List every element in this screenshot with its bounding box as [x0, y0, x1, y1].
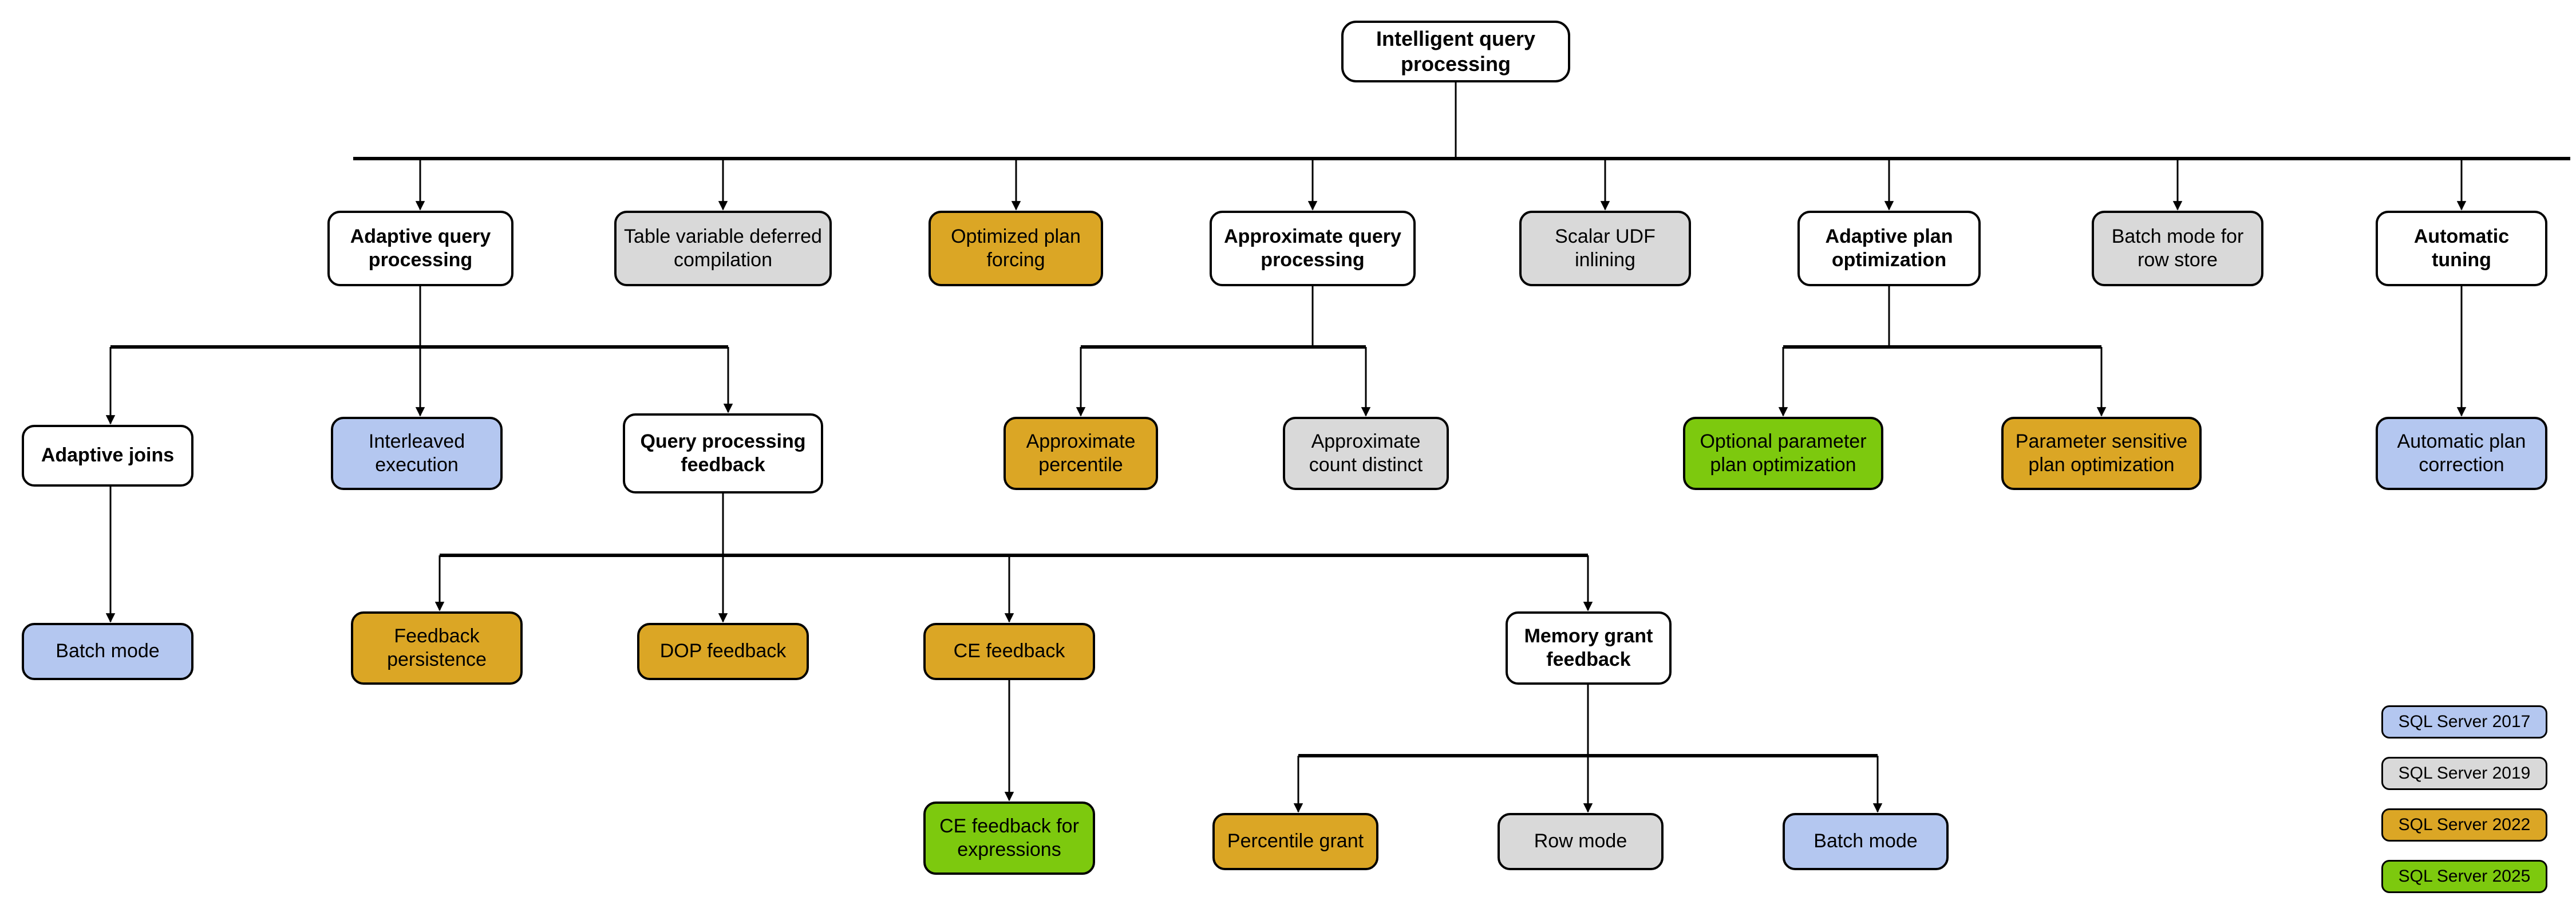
node-approxpct[interactable]: Approximate percentile: [1003, 417, 1158, 490]
node-batchmode2[interactable]: Batch mode: [1783, 813, 1949, 870]
legend-item-sql-server-2017: SQL Server 2017: [2381, 705, 2547, 739]
node-pctgrant[interactable]: Percentile grant: [1212, 813, 1378, 870]
node-label: Table variable deferred compilation: [624, 225, 822, 271]
node-label: Scalar UDF inlining: [1555, 225, 1656, 271]
node-opf[interactable]: Optimized plan forcing: [929, 211, 1103, 286]
node-bmrs[interactable]: Batch mode for row store: [2092, 211, 2263, 286]
node-label: CE feedback for expressions: [939, 815, 1079, 860]
node-label: Percentile grant: [1227, 830, 1364, 852]
node-label: Adaptive plan optimization: [1825, 225, 1953, 271]
node-label: Feedback persistence: [387, 625, 487, 670]
node-adaptivejoins[interactable]: Adaptive joins: [22, 425, 193, 487]
node-batchmode1[interactable]: Batch mode: [22, 623, 193, 680]
node-label: Intelligent query processing: [1376, 27, 1536, 76]
legend-item-label: SQL Server 2019: [2398, 764, 2531, 783]
node-label: Optional parameter plan optimization: [1700, 430, 1867, 476]
node-label: Adaptive query processing: [350, 225, 491, 271]
node-root[interactable]: Intelligent query processing: [1341, 21, 1570, 82]
node-label: Memory grant feedback: [1524, 625, 1653, 670]
node-label: Approximate count distinct: [1309, 430, 1423, 476]
node-label: Adaptive joins: [41, 444, 175, 467]
node-label: Approximate percentile: [1026, 430, 1136, 476]
node-apc[interactable]: Automatic plan correction: [2376, 417, 2547, 490]
node-aqp[interactable]: Adaptive query processing: [327, 211, 513, 286]
legend-item-sql-server-2019: SQL Server 2019: [2381, 757, 2547, 790]
node-rowmode[interactable]: Row mode: [1498, 813, 1664, 870]
node-label: CE feedback: [953, 640, 1065, 662]
node-autotune[interactable]: Automatic tuning: [2376, 211, 2547, 286]
legend-item-label: SQL Server 2025: [2398, 867, 2531, 886]
legend-item-label: SQL Server 2022: [2398, 815, 2531, 834]
node-mgf[interactable]: Memory grant feedback: [1506, 611, 1672, 685]
node-label: Row mode: [1534, 830, 1627, 852]
node-label: Batch mode for row store: [2111, 225, 2244, 271]
node-dopfb[interactable]: DOP feedback: [637, 623, 809, 680]
node-sudf[interactable]: Scalar UDF inlining: [1519, 211, 1691, 286]
node-approxcnt[interactable]: Approximate count distinct: [1283, 417, 1449, 490]
node-label: DOP feedback: [659, 640, 787, 662]
node-fbpersist[interactable]: Feedback persistence: [351, 611, 523, 685]
node-apo[interactable]: Adaptive plan optimization: [1797, 211, 1981, 286]
node-pspo[interactable]: Parameter sensitive plan optimization: [2001, 417, 2202, 490]
node-label: Automatic tuning: [2413, 225, 2510, 271]
node-label: Automatic plan correction: [2397, 430, 2526, 476]
node-oppo[interactable]: Optional parameter plan optimization: [1683, 417, 1883, 490]
legend-item-sql-server-2025: SQL Server 2025: [2381, 860, 2547, 893]
node-label: Parameter sensitive plan optimization: [2015, 430, 2188, 476]
node-qpf[interactable]: Query processing feedback: [623, 413, 823, 493]
legend-item-label: SQL Server 2017: [2398, 712, 2531, 731]
node-label: Batch mode: [56, 640, 160, 662]
node-cefb[interactable]: CE feedback: [923, 623, 1095, 680]
node-label: Query processing feedback: [640, 430, 806, 476]
node-label: Batch mode: [1814, 830, 1918, 852]
node-label: Interleaved execution: [368, 430, 465, 476]
node-interleaved[interactable]: Interleaved execution: [331, 417, 503, 490]
legend-item-sql-server-2022: SQL Server 2022: [2381, 808, 2547, 842]
node-approxqp[interactable]: Approximate query processing: [1210, 211, 1416, 286]
node-label: Optimized plan forcing: [951, 225, 1081, 271]
node-label: Approximate query processing: [1224, 225, 1401, 271]
node-cefbexpr[interactable]: CE feedback for expressions: [923, 802, 1095, 875]
node-tvdc[interactable]: Table variable deferred compilation: [614, 211, 832, 286]
